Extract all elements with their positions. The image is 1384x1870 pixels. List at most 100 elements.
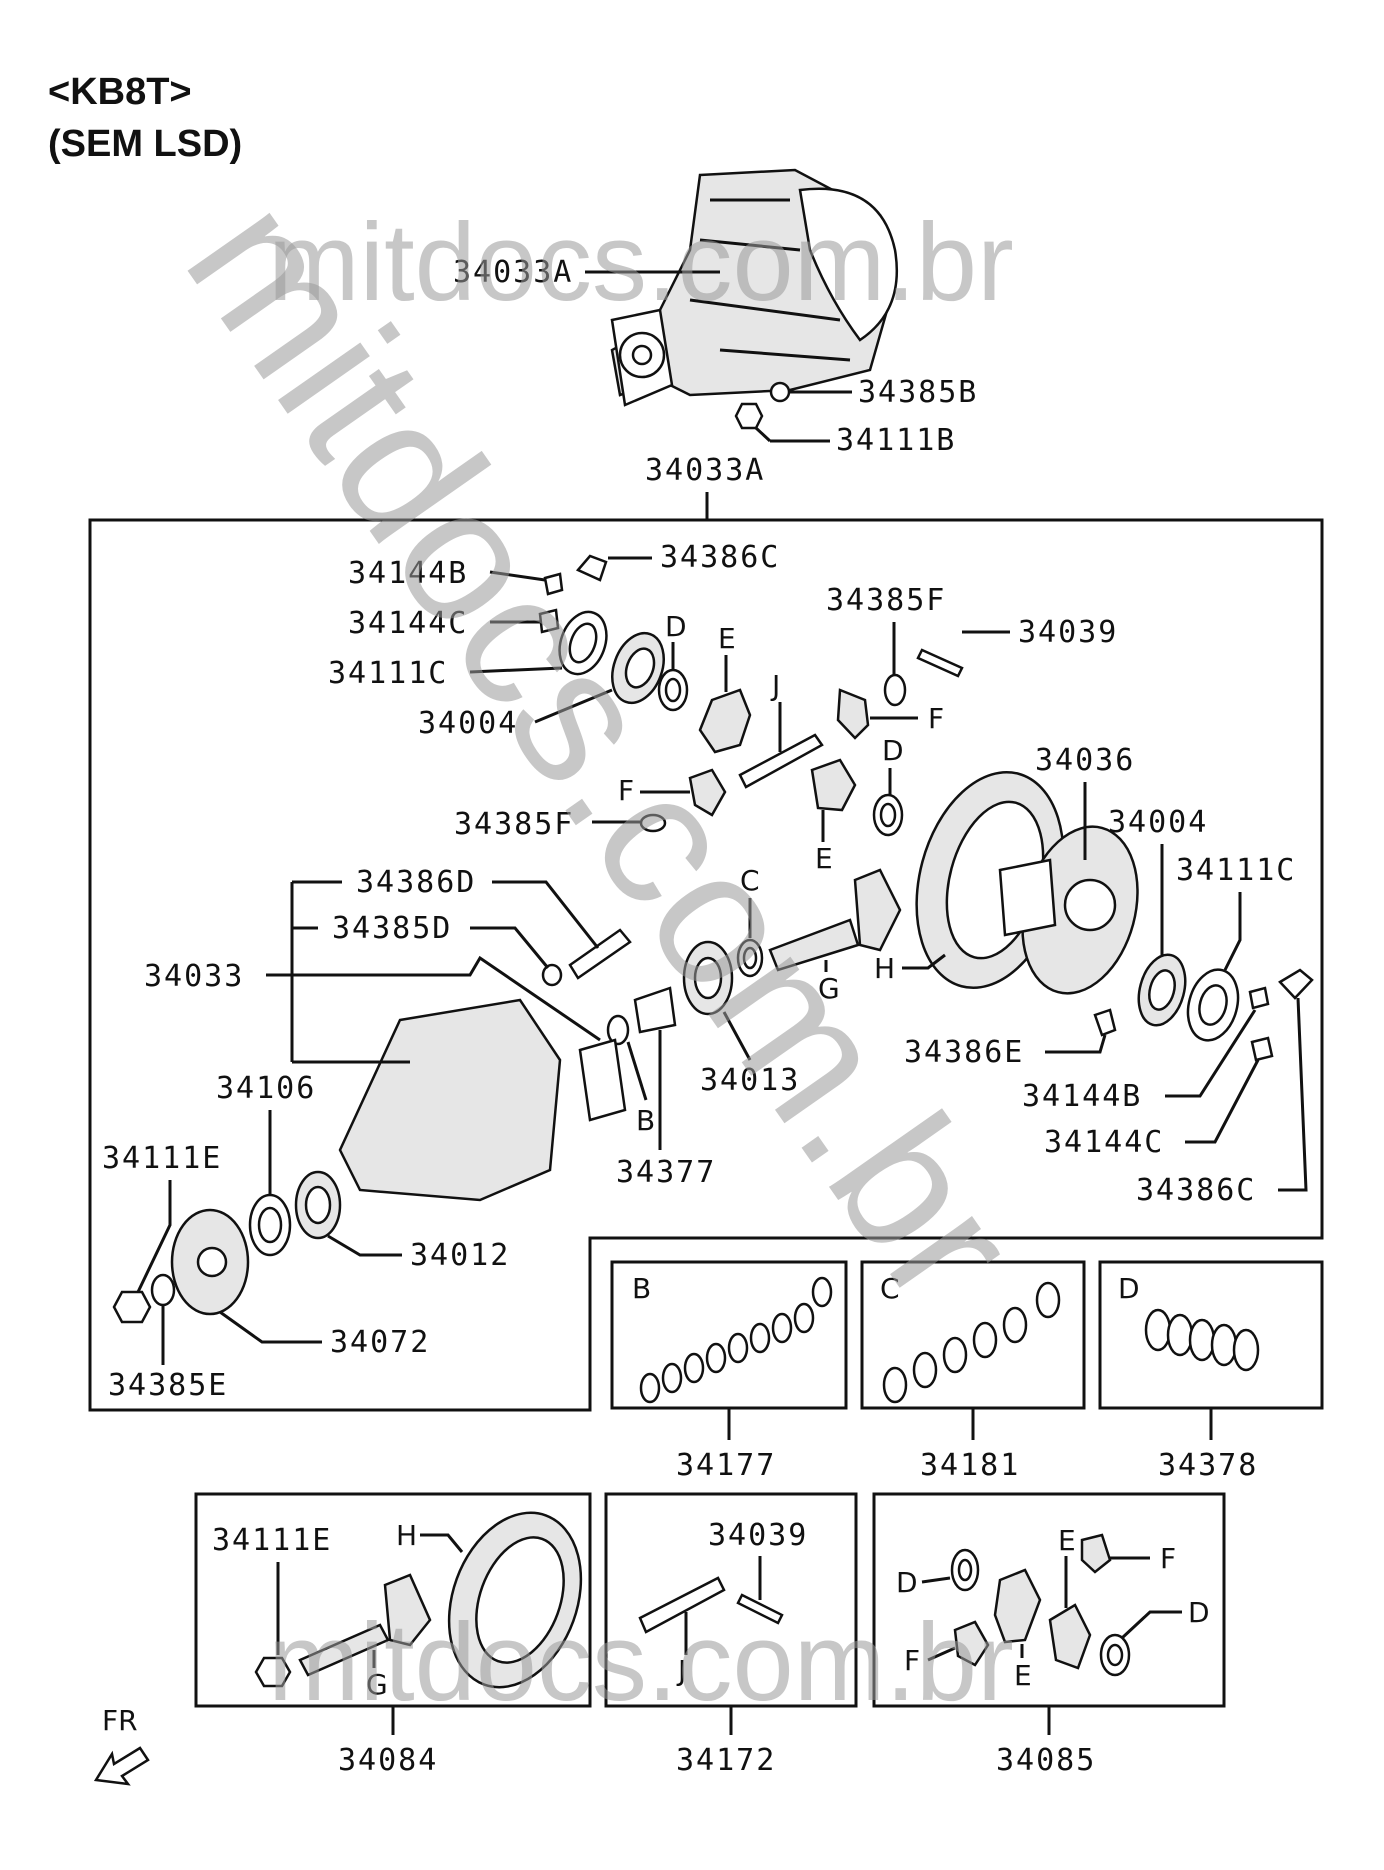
bolt-34386c-top xyxy=(575,554,608,582)
washer-34385e xyxy=(150,1273,176,1307)
label-34144b-top: 34144B xyxy=(348,556,468,591)
label-34386d: 34386D xyxy=(356,865,476,900)
label-34033a-box: 34033A xyxy=(645,453,765,488)
side-gear-e-mid xyxy=(810,758,857,812)
label-34085: 34085 xyxy=(996,1743,1096,1778)
label-34385d: 34385D xyxy=(332,911,452,946)
letter-e-mid: E xyxy=(815,842,833,875)
pinion-gear-f-top xyxy=(836,688,870,740)
label-34072: 34072 xyxy=(330,1325,430,1360)
label-34106: 34106 xyxy=(216,1071,316,1106)
kit-side-gear-e-left xyxy=(993,1568,1042,1644)
bolt-34386c-right xyxy=(1278,968,1314,1000)
letter-d-top: D xyxy=(665,610,687,643)
nut-34111e xyxy=(112,1290,152,1324)
kit85-letter-f-top: F xyxy=(1160,1542,1176,1575)
differential-case-34036 xyxy=(998,825,1139,995)
title-variant: (SEM LSD) xyxy=(48,123,243,165)
shim-set-b xyxy=(639,1276,833,1404)
assembly-34033a-box xyxy=(88,518,1324,1412)
washer-34385f-mid xyxy=(639,813,667,833)
letter-e-top: E xyxy=(718,622,736,655)
kit-pinion-gear-f-top xyxy=(1080,1533,1112,1574)
label-34111c-top: 34111C xyxy=(328,656,448,691)
differential-carrier-assembly-drawing xyxy=(610,168,899,407)
letter-f-top: F xyxy=(928,702,944,735)
label-34386e: 34386E xyxy=(904,1035,1024,1070)
washer-34385f-top xyxy=(883,673,907,707)
letter-j: J xyxy=(770,669,780,702)
watermark-top: mitdocs.com.br xyxy=(268,201,1014,324)
nut-34385b xyxy=(769,381,791,403)
oil-seal-34111c-top xyxy=(558,610,608,676)
label-34013: 34013 xyxy=(700,1063,800,1098)
carrier-34033 xyxy=(338,998,627,1202)
label-34111b: 34111B xyxy=(836,423,956,458)
label-34377: 34377 xyxy=(616,1155,716,1190)
pinion-shaft-j xyxy=(738,733,824,789)
spacer-d-mid xyxy=(872,793,904,837)
label-34385b: 34385B xyxy=(858,375,978,410)
label-34111c-right: 34111C xyxy=(1176,853,1296,888)
front-direction-label: FR xyxy=(102,1704,138,1737)
drive-pinion-g xyxy=(768,868,902,972)
kit-pinion-shaft-j xyxy=(638,1576,726,1634)
kit-side-gear-e-right xyxy=(1048,1603,1092,1670)
washer-34385d xyxy=(541,963,563,987)
kit-letter-h: H xyxy=(396,1519,417,1552)
front-arrow-icon xyxy=(93,1746,150,1786)
kit-letter-d: D xyxy=(1118,1272,1140,1305)
oil-seal-34106 xyxy=(248,1193,292,1257)
side-gear-e-top xyxy=(698,688,752,754)
letter-c: C xyxy=(740,864,760,897)
lock-pin-34039 xyxy=(916,648,964,678)
page-title: <KB8T> (SEM LSD) xyxy=(48,66,242,170)
label-34084: 34084 xyxy=(338,1743,438,1778)
spacer-c xyxy=(736,938,764,978)
label-34033: 34033 xyxy=(144,959,244,994)
pinion-gear-f-mid xyxy=(688,768,727,817)
clip-34144b-top xyxy=(543,572,564,596)
bearing-34013 xyxy=(682,940,734,1016)
label-34386c-right: 34386C xyxy=(1136,1173,1256,1208)
label-34144b-right: 34144B xyxy=(1022,1079,1142,1114)
label-34144c-right: 34144C xyxy=(1044,1125,1164,1160)
shim-set-c xyxy=(882,1281,1061,1404)
kit-label-34039: 34039 xyxy=(708,1518,808,1553)
kit85-letter-e-top: E xyxy=(1058,1524,1076,1557)
kit85-letter-f-bottom: F xyxy=(904,1644,920,1677)
kit-letter-g: G xyxy=(366,1668,388,1701)
letter-g: G xyxy=(818,972,840,1005)
label-34386c-top: 34386C xyxy=(660,540,780,575)
spacer-set-d xyxy=(1144,1308,1260,1372)
clip-34144c-top xyxy=(538,608,560,634)
label-34385f-mid: 34385F xyxy=(454,807,574,842)
nut-34111b xyxy=(734,402,764,430)
kit-letter-b: B xyxy=(632,1272,651,1305)
letter-b: B xyxy=(636,1104,655,1137)
label-34033a-top: 34033A xyxy=(453,255,573,290)
label-34012: 34012 xyxy=(410,1238,510,1273)
kit-letter-j: J xyxy=(676,1654,686,1687)
kit-lock-pin-34039 xyxy=(736,1593,784,1625)
kit-ring-gear-h xyxy=(447,1511,583,1689)
bolt-34386d xyxy=(568,928,632,980)
watermark-diagonal: mitdocs.com.br xyxy=(146,162,1058,1339)
label-34172: 34172 xyxy=(676,1743,776,1778)
label-34004-top: 34004 xyxy=(418,706,518,741)
clip-34144c-right xyxy=(1250,1036,1274,1062)
kit-letter-c: C xyxy=(880,1272,900,1305)
label-34039: 34039 xyxy=(1018,615,1118,650)
title-model: <KB8T> xyxy=(48,71,192,113)
kit85-letter-d-left: D xyxy=(896,1566,918,1599)
label-34385e: 34385E xyxy=(108,1368,228,1403)
label-34111e: 34111E xyxy=(102,1141,222,1176)
companion-flange-34072 xyxy=(170,1208,250,1316)
label-34004-right: 34004 xyxy=(1108,805,1208,840)
label-34181: 34181 xyxy=(920,1448,1020,1483)
watermark-bottom: mitdocs.com.br xyxy=(268,1601,1014,1724)
label-34144c-top: 34144C xyxy=(348,606,468,641)
bearing-34004-top xyxy=(611,631,665,705)
bearing-34004-right xyxy=(1137,953,1187,1027)
